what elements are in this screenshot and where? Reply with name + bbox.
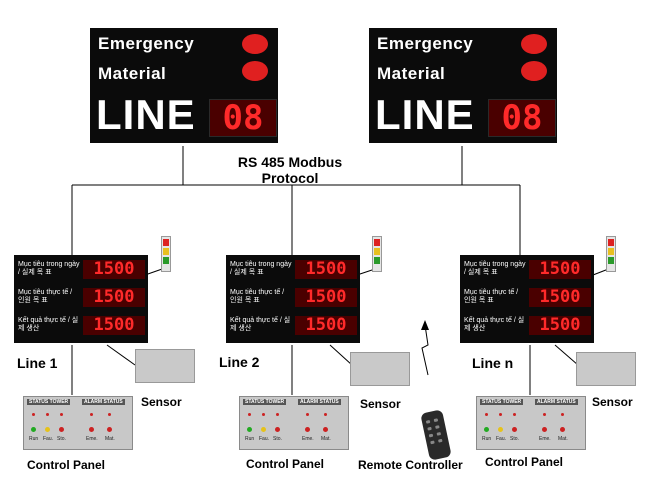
emergency-lamp-icon — [242, 34, 268, 54]
row-label: Kết quả thực tế / 실제 생산 — [464, 317, 525, 332]
alarm-status-header: ALARM STATUS — [82, 399, 125, 405]
emergency-short-label: Eme. — [302, 436, 314, 442]
status-tower-header: STATUS TOWER — [27, 399, 71, 405]
fault-label: Fau. — [496, 436, 507, 442]
line-label: Line n — [472, 355, 514, 371]
material-short-label: Mat. — [558, 436, 568, 442]
line-word: LINE — [96, 91, 196, 138]
emergency-label: Emergency — [98, 34, 195, 53]
row-label: Mục tiêu trong ngày / 실제 목 표 — [230, 261, 292, 276]
fault-label: Fau. — [43, 436, 54, 442]
material-short-label: Mat. — [321, 436, 331, 442]
row-label: Mục tiêu thực tế / 인원 목 표 — [230, 289, 285, 304]
line-number-display: 08 — [209, 99, 277, 137]
row-label: Kết quả thực tế / 실제 생산 — [230, 317, 291, 332]
row-value: 1500 — [529, 260, 591, 279]
row-label: Kết quả thực tế / 실제 생산 — [18, 317, 79, 332]
row-value: 1500 — [295, 288, 357, 307]
line-panel-1: Mục tiêu trong ngày / 실제 목 표 1500 Mục ti… — [14, 255, 148, 343]
material-label: Material — [377, 64, 446, 83]
stop-label: Sto. — [57, 436, 66, 442]
emergency-short-label: Eme. — [86, 436, 98, 442]
alarm-status-header: ALARM STATUS — [298, 399, 341, 405]
fault-indicator-icon — [261, 427, 266, 432]
status-tower-header: STATUS TOWER — [480, 399, 524, 405]
andon-board-2: Emergency Material LINE 08 — [369, 28, 557, 143]
line-label: Line 2 — [219, 354, 260, 370]
andon-board-1: Emergency Material LINE 08 — [90, 28, 278, 143]
material-short-label: Mat. — [105, 436, 115, 442]
run-indicator-icon — [247, 427, 252, 432]
stop-indicator-icon — [512, 427, 517, 432]
fault-label: Fau. — [259, 436, 270, 442]
stop-indicator-icon — [59, 427, 64, 432]
material-indicator-icon — [560, 427, 565, 432]
material-label: Material — [98, 64, 167, 83]
emergency-short-label: Eme. — [539, 436, 551, 442]
stop-label: Sto. — [273, 436, 282, 442]
line-word: LINE — [375, 91, 475, 138]
run-label: Run — [245, 436, 255, 442]
run-indicator-icon — [31, 427, 36, 432]
line-label: Line 1 — [17, 355, 58, 371]
line-number-display: 08 — [488, 99, 556, 137]
control-panel-n: STATUS TOWER ALARM STATUS Run Fau. Sto. … — [476, 396, 586, 450]
control-panel-label: Control Panel — [27, 458, 106, 472]
row-label: Mục tiêu trong ngày / 실제 목 표 — [18, 261, 80, 276]
stop-label: Sto. — [510, 436, 519, 442]
sensor-label: Sensor — [592, 395, 633, 409]
remote-controller-label: Remote Controller — [358, 458, 463, 472]
sensor-label: Sensor — [360, 397, 401, 411]
emergency-indicator-icon — [542, 427, 547, 432]
row-value: 1500 — [83, 260, 145, 279]
emergency-label: Emergency — [377, 34, 474, 53]
emergency-indicator-icon — [89, 427, 94, 432]
bus-protocol-label: RS 485 Modbus Protocol — [232, 154, 348, 186]
run-label: Run — [29, 436, 39, 442]
emergency-indicator-icon — [305, 427, 310, 432]
control-panel-label: Control Panel — [246, 457, 325, 471]
sensor-icon — [576, 352, 636, 386]
run-label: Run — [482, 436, 492, 442]
control-panel-label: Control Panel — [485, 455, 564, 469]
row-label: Mục tiêu thực tế / 인원 목 표 — [18, 289, 73, 304]
material-lamp-icon — [242, 61, 268, 81]
material-lamp-icon — [521, 61, 547, 81]
control-panel-2: STATUS TOWER ALARM STATUS Run Fau. Sto. … — [239, 396, 349, 450]
line-panel-n: Mục tiêu trong ngày / 실제 목 표 1500 Mục ti… — [460, 255, 594, 343]
row-label: Mục tiêu trong ngày / 실제 목 표 — [464, 261, 526, 276]
control-panel-1: STATUS TOWER ALARM STATUS Run Fau. Sto. … — [23, 396, 133, 450]
row-value: 1500 — [295, 316, 357, 335]
sensor-icon — [135, 349, 195, 383]
stop-indicator-icon — [275, 427, 280, 432]
tower-light-icon — [606, 236, 616, 272]
row-value: 1500 — [295, 260, 357, 279]
fault-indicator-icon — [498, 427, 503, 432]
tower-light-icon — [161, 236, 171, 272]
run-indicator-icon — [484, 427, 489, 432]
material-indicator-icon — [323, 427, 328, 432]
sensor-icon — [350, 352, 410, 386]
emergency-lamp-icon — [521, 34, 547, 54]
bus-label-line1: RS 485 Modbus — [237, 154, 343, 170]
line-panel-2: Mục tiêu trong ngày / 실제 목 표 1500 Mục ti… — [226, 255, 360, 343]
bus-label-line2: Protocol — [261, 170, 319, 186]
row-label: Mục tiêu thực tế / 인원 목 표 — [464, 289, 519, 304]
tower-light-icon — [372, 236, 382, 272]
row-value: 1500 — [529, 288, 591, 307]
row-value: 1500 — [83, 288, 145, 307]
sensor-label: Sensor — [141, 395, 182, 409]
row-value: 1500 — [83, 316, 145, 335]
status-tower-header: STATUS TOWER — [243, 399, 287, 405]
alarm-status-header: ALARM STATUS — [535, 399, 578, 405]
row-value: 1500 — [529, 316, 591, 335]
fault-indicator-icon — [45, 427, 50, 432]
material-indicator-icon — [107, 427, 112, 432]
